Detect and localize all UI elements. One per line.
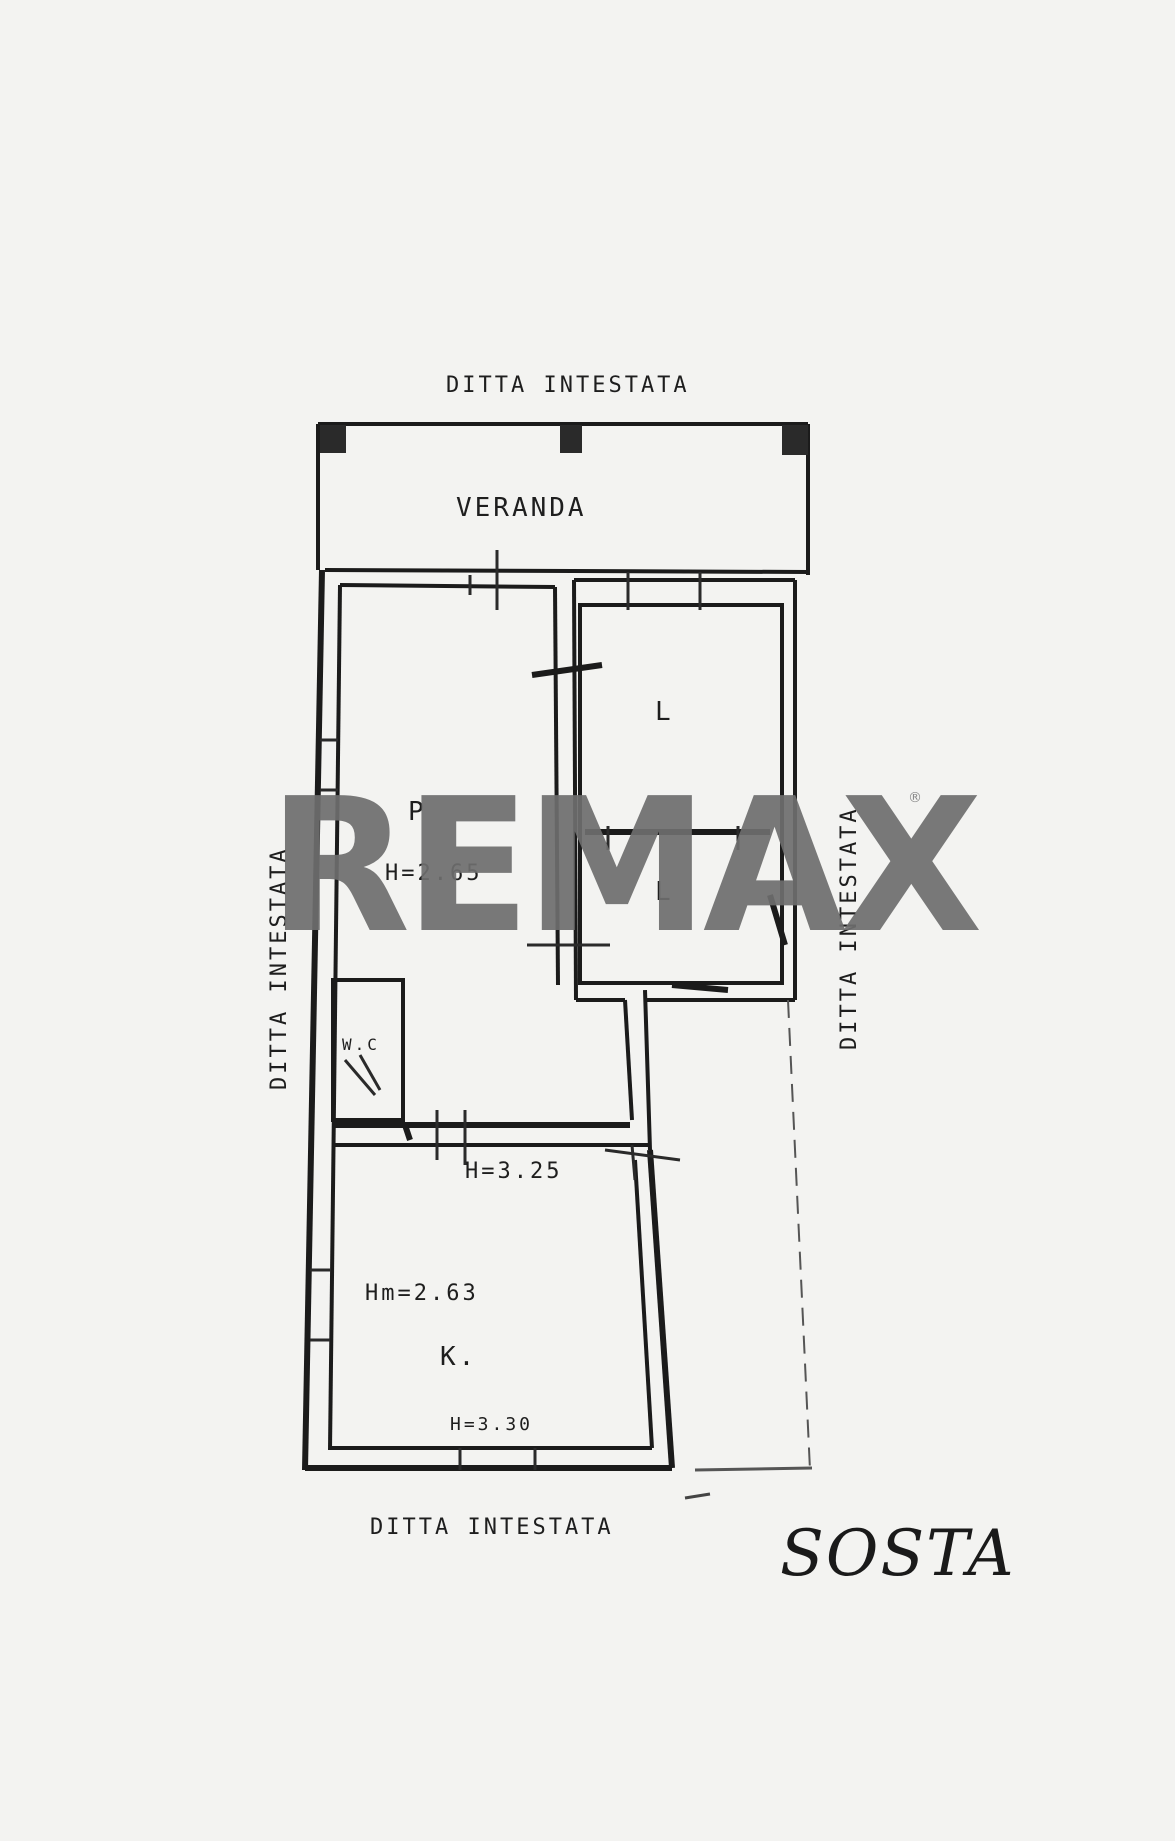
room-l-lower-label: L bbox=[655, 877, 674, 907]
bottom-neighbor-label: DITTA INTESTATA bbox=[370, 1515, 614, 1540]
opening-marks bbox=[310, 550, 610, 1470]
sosta-handwritten-label: SOSTA bbox=[780, 1517, 1016, 1591]
mid-height-label: H=3.25 bbox=[465, 1159, 562, 1184]
l-rooms-walls bbox=[531, 572, 797, 1002]
right-neighbor-label: DITTA INTESTATA bbox=[837, 806, 862, 1050]
room-l-upper-label: L bbox=[655, 697, 674, 727]
wc-label: W.C bbox=[342, 1035, 380, 1054]
boundary-line bbox=[684, 999, 813, 1500]
partition-walls bbox=[335, 1110, 681, 1181]
wc-walls bbox=[331, 978, 405, 1122]
room-p-walls bbox=[553, 579, 652, 1151]
room-k-height-label: Hm=2.63 bbox=[365, 1281, 479, 1306]
room-p-label: P bbox=[408, 797, 427, 827]
top-neighbor-label: DITTA INTESTATA bbox=[446, 373, 690, 398]
left-neighbor-label: DITTA INTESTATA bbox=[267, 846, 292, 1090]
room-k-label: K. bbox=[440, 1342, 477, 1372]
veranda-label: VERANDA bbox=[456, 493, 587, 523]
room-p-height-label: H=2.65 bbox=[385, 861, 482, 886]
bottom-height-label: H=3.30 bbox=[450, 1414, 533, 1435]
veranda-outline bbox=[316, 422, 810, 575]
remax-watermark: REMAX bbox=[268, 758, 979, 974]
registered-mark: ® bbox=[908, 790, 922, 806]
outer-walls bbox=[302, 568, 809, 1471]
